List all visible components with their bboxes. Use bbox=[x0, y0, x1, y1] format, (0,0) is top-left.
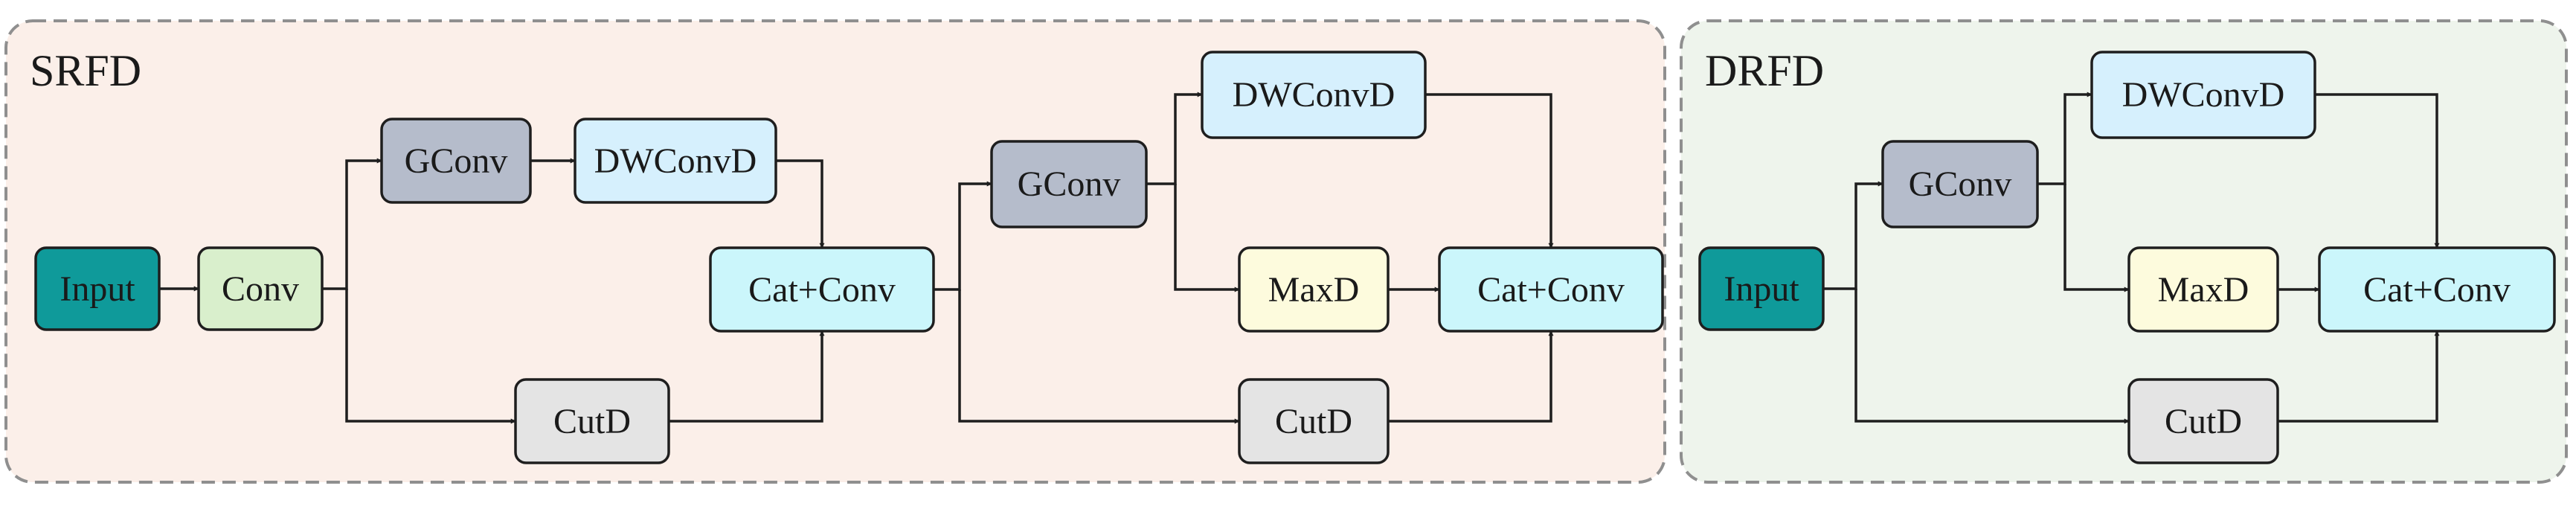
arrow-s-conv-to-s-gconv1 bbox=[322, 158, 382, 290]
arrow-s-dwconvd2-to-s-cat2 bbox=[1425, 93, 1554, 249]
srfd-gconv-node: GConv bbox=[380, 118, 532, 204]
srfd-conv-node: Conv bbox=[197, 246, 324, 331]
arrow-s-cutd2-to-s-cat2 bbox=[1388, 330, 1554, 423]
arrow-d-dwconvd-to-d-cat bbox=[2315, 93, 2440, 249]
drfd-maxd-label: MaxD bbox=[2158, 270, 2249, 310]
srfd-conv-label: Conv bbox=[222, 269, 299, 309]
srfd-cutd-node: CutD bbox=[514, 378, 670, 464]
srfd-dwconvd-node: DWConvD bbox=[574, 118, 777, 204]
drfd-maxd-node: MaxD bbox=[2127, 246, 2279, 333]
srfd-cutd-2-node: CutD bbox=[1238, 378, 1390, 464]
drfd-cat-conv-label: Cat+Conv bbox=[2363, 270, 2511, 310]
srfd-title: SRFD bbox=[30, 46, 141, 95]
srfd-cutd-label: CutD bbox=[553, 402, 631, 441]
drfd-dwconvd-node: DWConvD bbox=[2090, 51, 2316, 139]
srfd-maxd-node: MaxD bbox=[1238, 246, 1390, 333]
srfd-gconv-2-node: GConv bbox=[990, 140, 1148, 228]
srfd-maxd-label: MaxD bbox=[1268, 270, 1360, 310]
drfd-input-label: Input bbox=[1724, 269, 1799, 309]
srfd-cat-conv-node: Cat+Conv bbox=[709, 246, 935, 333]
arrow-s-cat1-to-s-cutd2 bbox=[958, 289, 1240, 424]
drfd-cutd-label: CutD bbox=[2165, 402, 2242, 441]
drfd-panel bbox=[1680, 19, 2568, 484]
drfd-gconv-node: GConv bbox=[1881, 140, 2039, 228]
srfd-input-node: Input bbox=[34, 246, 161, 331]
edges-layer bbox=[159, 92, 2440, 424]
srfd-gconv-label: GConv bbox=[405, 141, 508, 181]
drfd-input-node: Input bbox=[1698, 246, 1825, 331]
arrow-d-input-to-d-cutd bbox=[1854, 289, 2130, 424]
arrow-d-input-to-d-gconv bbox=[1823, 181, 1883, 290]
arrow-d-gconv-to-d-dwconvd bbox=[2037, 92, 2092, 185]
drfd-title: DRFD bbox=[1705, 46, 1824, 95]
arrow-s-cutd1-to-s-cat1 bbox=[669, 330, 825, 423]
srfd-cat-conv-2-label: Cat+Conv bbox=[1477, 270, 1625, 310]
drfd-dwconvd-label: DWConvD bbox=[2122, 75, 2285, 115]
drfd-cat-conv-node: Cat+Conv bbox=[2318, 246, 2556, 333]
srfd-input-label: Input bbox=[60, 269, 135, 309]
arrow-s-cat1-to-s-gconv2 bbox=[934, 181, 992, 291]
arrow-d-cutd-to-d-cat bbox=[2278, 330, 2440, 423]
arrow-d-gconv-to-d-maxd bbox=[2063, 184, 2130, 292]
srfd-gconv-2-label: GConv bbox=[1018, 164, 1121, 204]
drfd-gconv-label: GConv bbox=[1909, 164, 2012, 204]
srfd-dwconvd-2-label: DWConvD bbox=[1233, 75, 1395, 115]
arrow-s-dwconvd1-to-s-cat1 bbox=[776, 159, 825, 249]
srfd-dwconvd-2-node: DWConvD bbox=[1201, 51, 1427, 139]
arrow-s-gconv2-to-s-dwconvd2 bbox=[1146, 92, 1203, 185]
srfd-cat-conv-2-node: Cat+Conv bbox=[1438, 246, 1664, 333]
nodes-layer: Input Conv GConv DWConvD CutD Cat+Conv G… bbox=[34, 51, 2556, 464]
srfd-cutd-2-label: CutD bbox=[1275, 402, 1352, 441]
drfd-cutd-node: CutD bbox=[2127, 378, 2279, 464]
srfd-dwconvd-label: DWConvD bbox=[594, 141, 757, 181]
arrow-s-conv-to-s-cutd1 bbox=[345, 289, 516, 424]
srfd-cat-conv-label: Cat+Conv bbox=[748, 270, 896, 310]
arrow-s-gconv2-to-s-maxd bbox=[1174, 184, 1240, 292]
